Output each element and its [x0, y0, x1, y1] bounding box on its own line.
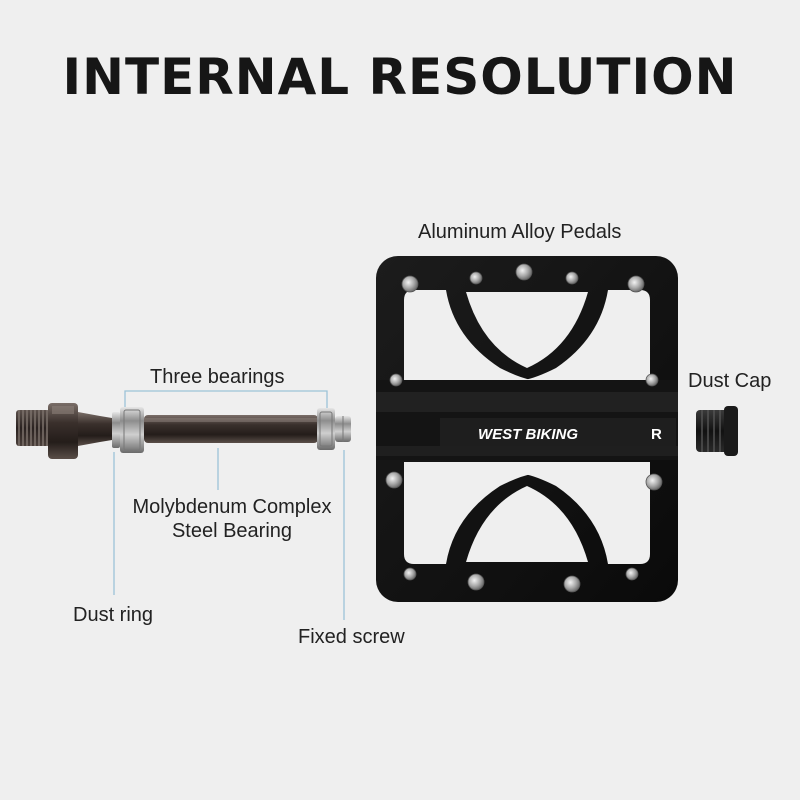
dust-cap — [696, 406, 738, 456]
cutout-top-right — [524, 290, 650, 392]
pedal-logo: WEST BIKING — [478, 426, 578, 443]
label-three-bearings: Three bearings — [150, 366, 285, 388]
hex-flats — [48, 403, 78, 459]
page-title: INTERNAL RESOLUTION — [62, 48, 738, 106]
axle-shoulder — [78, 412, 112, 446]
pedal-body: WEST BIKING R — [376, 256, 678, 602]
leader-lines — [113, 390, 345, 620]
pedal-spindle — [16, 403, 351, 459]
bearing-3 — [317, 408, 335, 450]
cutout-top-left — [404, 290, 532, 392]
label-molybdenum-line2: Steel Bearing — [171, 520, 293, 542]
label-dust-ring: Dust ring — [73, 604, 154, 626]
bearing-1 — [120, 407, 144, 453]
label-aluminum-alloy-pedals: Aluminum Alloy Pedals — [418, 221, 622, 243]
cutout-bottom-right — [524, 462, 650, 564]
pedal-side-mark: R — [651, 426, 662, 443]
label-dust-cap: Dust Cap — [688, 370, 772, 392]
label-fixed-screw: Fixed screw — [298, 626, 405, 648]
bearings-bracket — [124, 390, 328, 410]
cutout-bottom-left — [404, 462, 532, 564]
dust-ring — [112, 412, 120, 448]
logo-plate — [440, 418, 676, 446]
threaded-end — [16, 410, 50, 446]
cutout-top-center — [466, 292, 588, 368]
label-molybdenum-line1: Molybdenum Complex — [132, 496, 332, 518]
cutout-bottom-center — [466, 486, 588, 562]
pedal-pins — [385, 263, 663, 593]
label-molybdenum-bearing: Molybdenum Complex Steel Bearing — [118, 495, 346, 543]
